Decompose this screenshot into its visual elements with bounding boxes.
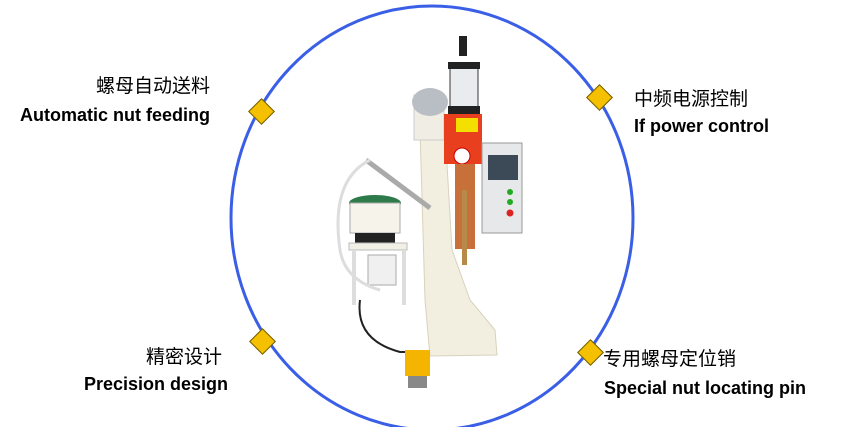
feature-label-cn: 专用螺母定位销: [603, 348, 737, 370]
feature-label-en: If power control: [634, 116, 769, 136]
feature-label-cn: 螺母自动送料: [96, 75, 211, 97]
feature-ring: [229, 4, 635, 427]
feature-label-cn: 中频电源控制: [634, 88, 749, 110]
spot-welding-machine-photo: [336, 36, 523, 388]
feature-label-en: Precision design: [84, 374, 229, 394]
feature-label-en: Automatic nut feeding: [20, 105, 210, 125]
feature-label-cn: 精密设计: [146, 346, 223, 368]
feature-label-en: Special nut locating pin: [604, 378, 807, 398]
